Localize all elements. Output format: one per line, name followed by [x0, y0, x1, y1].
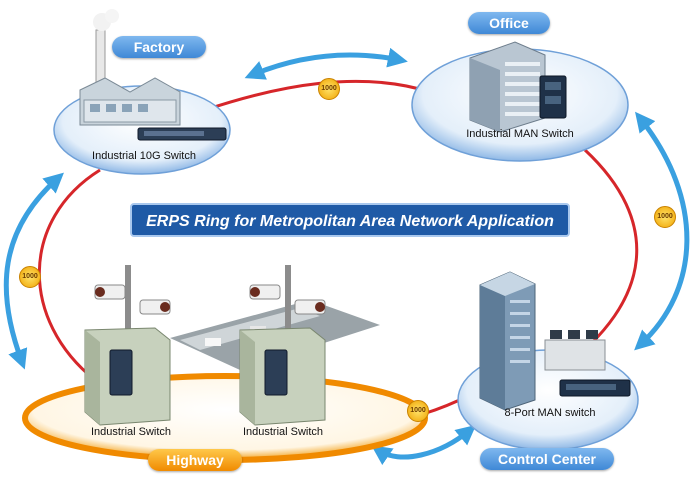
camera-icon — [249, 284, 326, 315]
link-speed-badge-control-highway: 1000 — [407, 400, 429, 422]
factory-device-caption: Industrial 10G Switch — [92, 150, 196, 162]
office-label: Office — [468, 12, 550, 34]
factory-label: Factory — [112, 36, 206, 58]
arrow-highway-factory — [3, 172, 64, 370]
control-center-icon — [479, 271, 631, 411]
highway-device-caption-left: Industrial Switch — [90, 426, 172, 438]
arrow-control-highway — [371, 424, 477, 466]
control-center-label: Control Center — [480, 448, 614, 470]
highway-device-caption-right: Industrial Switch — [242, 426, 324, 438]
diagram-title: ERPS Ring for Metropolitan Area Network … — [130, 203, 570, 237]
link-speed-badge-highway-factory: 1000 — [19, 266, 41, 288]
direction-arrows — [3, 47, 690, 466]
office-building-icon — [469, 41, 567, 133]
factory-building-icon — [79, 9, 227, 141]
arrow-office-control — [634, 111, 690, 351]
highway-scene-icon — [84, 265, 380, 426]
camera-icon — [94, 284, 171, 315]
link-speed-badge-office-control: 1000 — [654, 206, 676, 228]
link-speed-badge-factory-office: 1000 — [318, 78, 340, 100]
control-device-caption: 8-Port MAN switch — [504, 407, 596, 419]
arrow-factory-office — [244, 47, 408, 80]
highway-label: Highway — [148, 449, 242, 471]
office-device-caption: Industrial MAN Switch — [466, 128, 574, 140]
